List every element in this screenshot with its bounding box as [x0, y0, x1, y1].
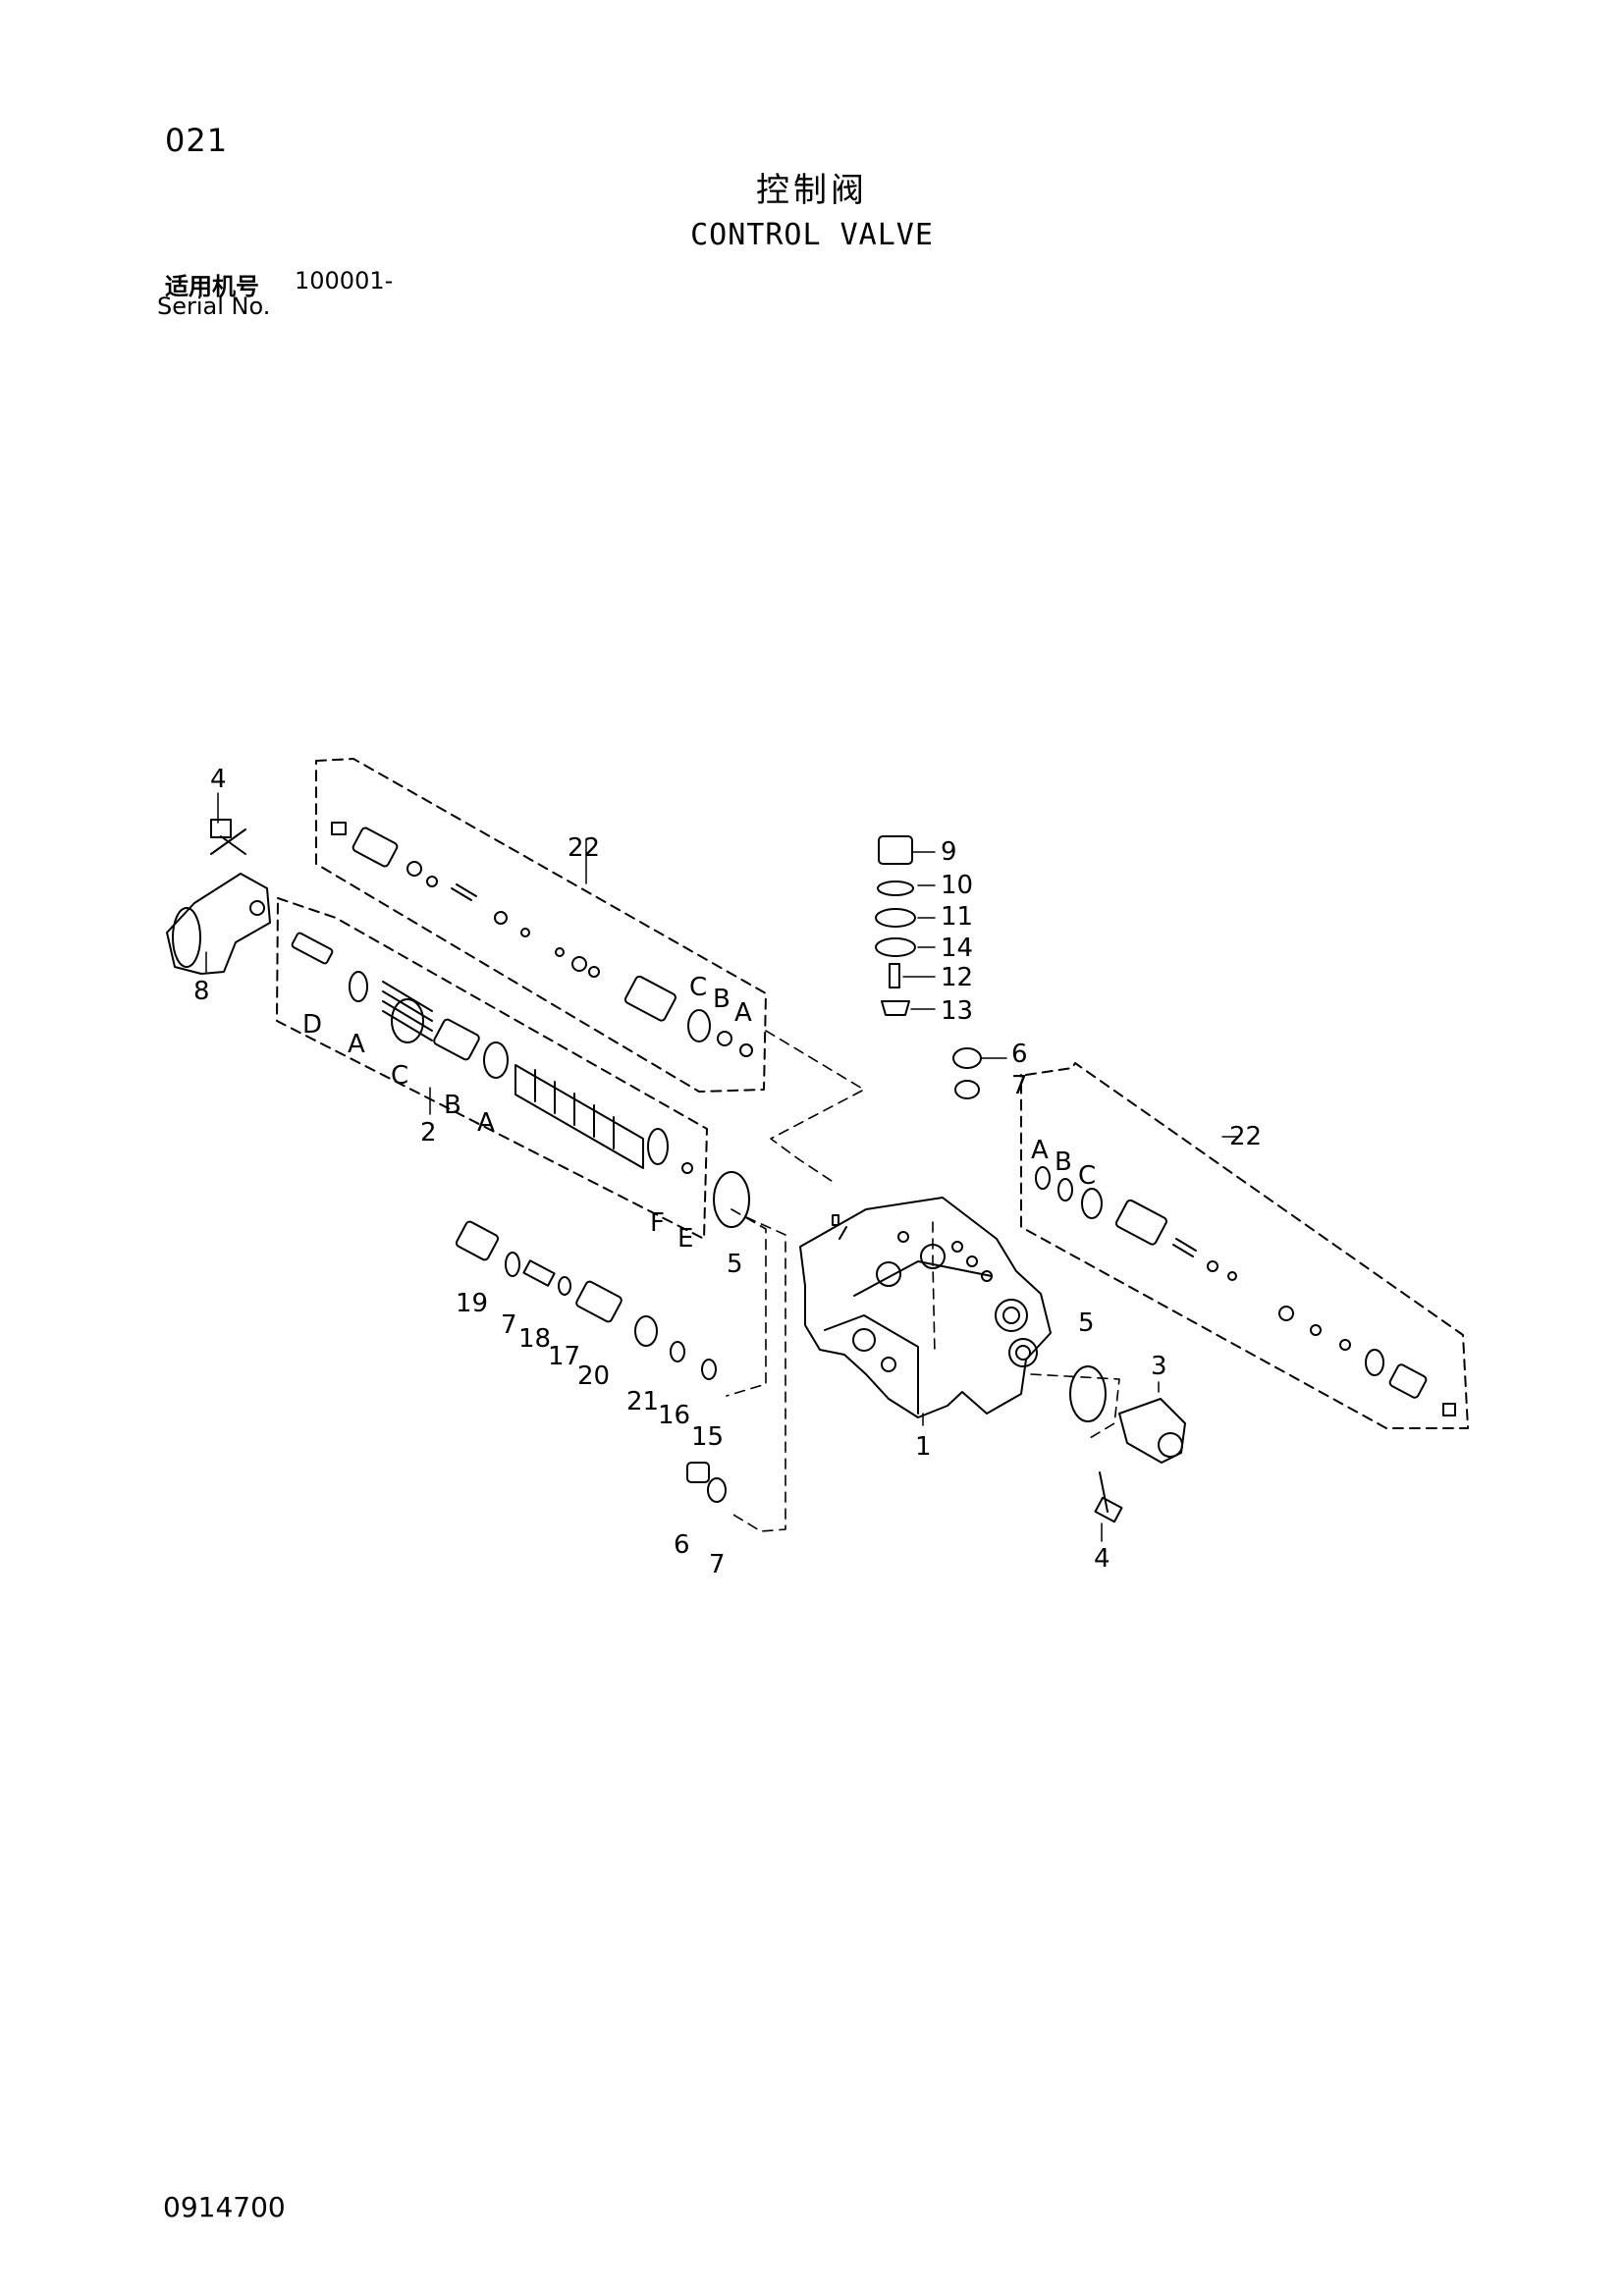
callout-17: 17 — [548, 1342, 580, 1371]
letter-b-spool: B — [444, 1091, 461, 1120]
letter-e-spool: E — [677, 1224, 693, 1254]
flange-part-8 — [166, 819, 271, 975]
callout-8: 8 — [193, 977, 210, 1006]
letter-a-right: A — [1031, 1136, 1049, 1165]
o-ring-part-5 — [713, 1171, 1107, 1422]
letter-a-upper: A — [734, 998, 752, 1028]
upper-relief-valve-parts — [331, 822, 753, 1057]
callout-16: 16 — [658, 1401, 690, 1430]
callout-2: 2 — [420, 1118, 437, 1148]
relief-valve-assembly-box-right — [1020, 1062, 1469, 1429]
callout-22-right: 22 — [1229, 1122, 1262, 1151]
callout-9: 9 — [941, 837, 957, 867]
callout-3: 3 — [1151, 1352, 1167, 1381]
callout-6-lower: 6 — [674, 1530, 690, 1560]
callout-6-upper: 6 — [1011, 1040, 1028, 1069]
lower-left-cartridge-parts — [455, 1220, 717, 1380]
flange-part-3 — [1094, 1398, 1186, 1523]
letter-c-spool: C — [391, 1061, 408, 1091]
letter-b-upper: B — [713, 985, 731, 1014]
callout-7-upper: 7 — [1011, 1071, 1028, 1100]
callout-1: 1 — [915, 1432, 932, 1462]
callout-7-left: 7 — [501, 1310, 517, 1340]
page-number: 021 — [165, 122, 229, 159]
relief-valve-assembly-box-upper — [315, 758, 767, 1093]
page-title-chinese: 控制阀 — [756, 171, 868, 210]
callout-20: 20 — [577, 1362, 610, 1391]
letter-f-spool: F — [650, 1208, 665, 1238]
dashed-connection-lines — [726, 1030, 1120, 1532]
callout-10: 10 — [941, 871, 973, 900]
letter-c-right: C — [1078, 1161, 1096, 1191]
callout-15: 15 — [691, 1422, 724, 1452]
callout-5-right: 5 — [1078, 1308, 1095, 1338]
letter-b-right: B — [1055, 1148, 1072, 1177]
serial-label-english: Serial No. — [157, 293, 271, 320]
callout-21: 21 — [626, 1387, 659, 1416]
callout-22-upper: 22 — [568, 833, 600, 863]
right-relief-valve-parts — [1035, 1166, 1456, 1416]
document-code: 0914700 — [163, 2191, 286, 2223]
callout-14: 14 — [941, 934, 973, 963]
serial-number-range: 100001- — [295, 267, 394, 294]
valve-body — [799, 1197, 1052, 1418]
letter-c-upper: C — [689, 973, 707, 1002]
callout-13: 13 — [941, 996, 973, 1026]
callout-4-lower: 4 — [1094, 1544, 1110, 1574]
callout-12: 12 — [941, 963, 973, 992]
callout-7-lower: 7 — [709, 1550, 726, 1579]
letter-d-spool: D — [302, 1010, 322, 1040]
callout-labels: 1 2 3 4 4 5 5 6 6 7 7 7 8 9 10 11 14 12 … — [193, 765, 1262, 1579]
callout-18: 18 — [518, 1324, 551, 1354]
callout-19: 19 — [456, 1289, 488, 1318]
serial-label-chinese: 适用机号 — [165, 273, 259, 300]
lower-plug-parts — [686, 1462, 727, 1503]
callout-11: 11 — [941, 902, 973, 932]
page-title-english: CONTROL VALVE — [690, 218, 934, 252]
letter-a-spool-2: A — [477, 1108, 495, 1138]
spool-assembly-box — [276, 897, 708, 1240]
letter-a-spool-1: A — [348, 1030, 365, 1059]
spool-parts — [291, 932, 693, 1174]
callout-leader-lines — [205, 792, 1238, 1542]
callout-5-left: 5 — [727, 1250, 743, 1279]
plug-stack-9-13 — [875, 835, 982, 1099]
callout-4-upper: 4 — [210, 765, 227, 794]
